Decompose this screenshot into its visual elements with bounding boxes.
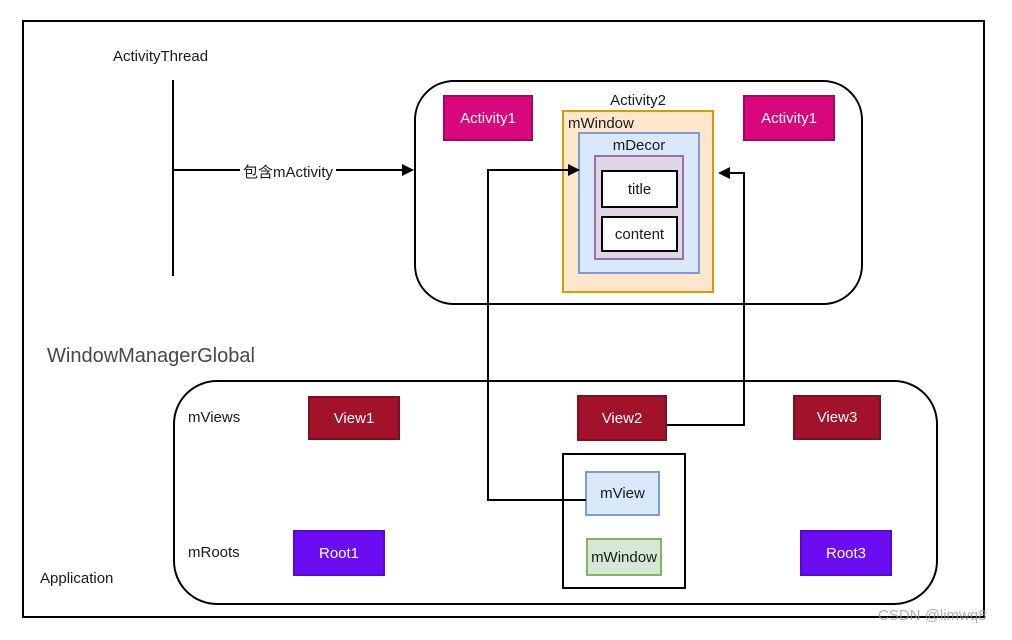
activity1-left-box: Activity1 xyxy=(443,95,533,141)
window-manager-global-container xyxy=(173,380,938,605)
view2-box: View2 xyxy=(577,395,667,441)
connector-view2-to-mwindow-bottom xyxy=(667,424,744,426)
application-label: Application xyxy=(40,570,114,587)
activity2-label: Activity2 xyxy=(610,92,666,109)
arrowhead-right-icon xyxy=(568,164,580,176)
window-manager-global-title: WindowManagerGlobal xyxy=(47,345,255,367)
connector-mview-to-mdecor-top xyxy=(488,169,569,171)
title-box: title xyxy=(601,170,678,208)
view1-box: View1 xyxy=(308,396,400,440)
connector-view2-to-mwindow-top xyxy=(729,172,744,174)
edge-label-contains-mactivity: 包含mActivity xyxy=(240,161,337,182)
activity1-right-box: Activity1 xyxy=(743,95,835,141)
mviews-label: mViews xyxy=(188,409,241,426)
outer-border xyxy=(22,20,985,618)
mdecor-label: mDecor xyxy=(612,137,666,154)
mwindow-label: mWindow xyxy=(568,115,634,132)
watermark: CSDN @limwq8 xyxy=(878,607,987,624)
arrowhead-left-icon xyxy=(718,167,730,179)
connector-mview-to-mdecor-vertical xyxy=(487,169,489,501)
root1-box: Root1 xyxy=(293,530,385,576)
view3-box: View3 xyxy=(793,395,881,440)
activity-thread-lifeline xyxy=(172,80,174,276)
activity-thread-label: ActivityThread xyxy=(113,48,209,65)
content-box: content xyxy=(601,216,678,252)
connector-mview-to-mdecor-bottom xyxy=(488,499,586,501)
mwindow-green-box: mWindow xyxy=(586,538,662,576)
mview-box: mView xyxy=(585,471,660,516)
arrowhead-right-icon xyxy=(402,164,414,176)
activity-container xyxy=(414,80,863,305)
connector-view2-to-mwindow-vertical xyxy=(743,172,745,426)
root3-box: Root3 xyxy=(800,530,892,576)
mroots-label: mRoots xyxy=(188,544,240,561)
